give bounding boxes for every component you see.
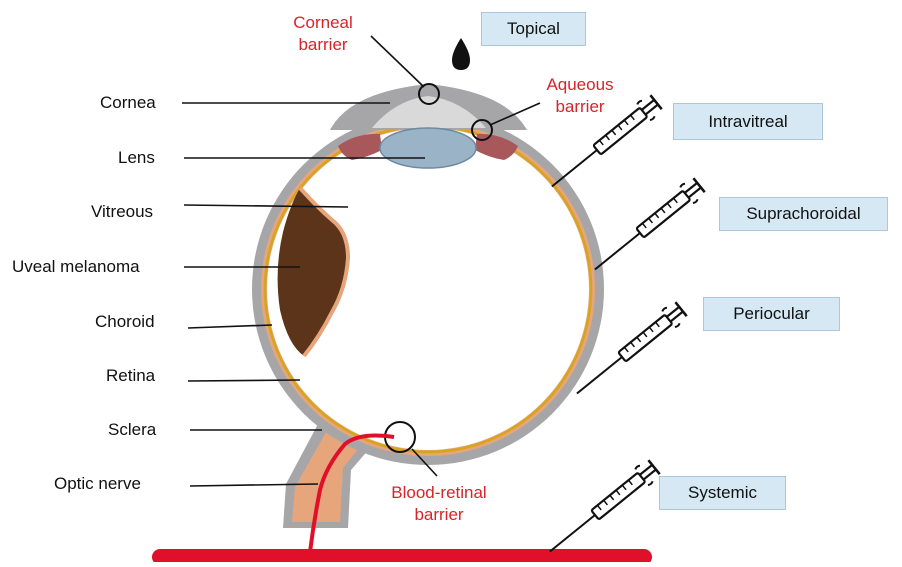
- route-systemic: Systemic: [659, 476, 786, 510]
- aqueous-barrier-line1: Aqueous: [535, 74, 625, 96]
- label-uveal-melanoma: Uveal melanoma: [12, 257, 140, 277]
- corneal-barrier-line2: barrier: [278, 34, 368, 56]
- blood-retinal-barrier-line2: barrier: [376, 504, 502, 526]
- route-periocular: Periocular: [703, 297, 840, 331]
- label-vitreous: Vitreous: [91, 202, 153, 222]
- syringe-icon: [588, 177, 706, 278]
- label-aqueous-barrier: Aqueous barrier: [535, 74, 625, 118]
- corneal-barrier-line1: Corneal: [278, 12, 368, 34]
- label-cornea: Cornea: [100, 93, 156, 113]
- aqueous-barrier-line2: barrier: [535, 96, 625, 118]
- syringe-icon: [543, 459, 661, 560]
- label-corneal-barrier: Corneal barrier: [278, 12, 368, 56]
- label-sclera: Sclera: [108, 420, 156, 440]
- blood-retinal-barrier-line1: Blood-retinal: [376, 482, 502, 504]
- route-intravitreal: Intravitreal: [673, 103, 823, 140]
- label-retina: Retina: [106, 366, 155, 386]
- label-blood-retinal-barrier: Blood-retinal barrier: [376, 482, 502, 526]
- route-topical: Topical: [481, 12, 586, 46]
- label-optic-nerve: Optic nerve: [54, 474, 141, 494]
- lens: [380, 128, 476, 168]
- drop-icon: [452, 38, 470, 70]
- label-choroid: Choroid: [95, 312, 155, 332]
- route-suprachoroidal: Suprachoroidal: [719, 197, 888, 231]
- label-lens: Lens: [118, 148, 155, 168]
- blood-vessel: [152, 549, 652, 562]
